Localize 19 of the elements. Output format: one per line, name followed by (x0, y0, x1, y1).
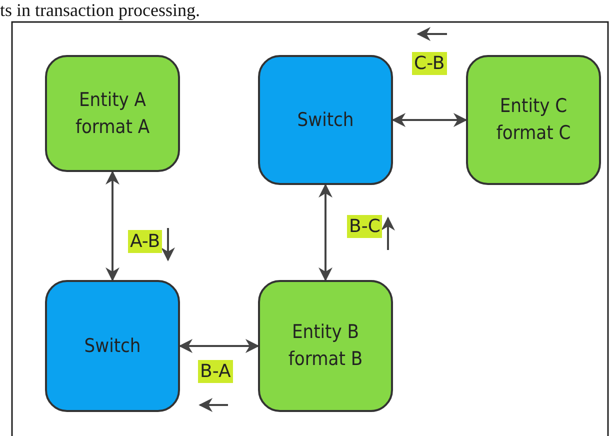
entity-box (466, 55, 601, 185)
switch-box (45, 280, 180, 412)
switch-box (258, 55, 393, 185)
connector-arrow (318, 184, 332, 282)
node-label: Entity A format A (74, 88, 151, 140)
heading-fragment: ts in transaction processing. (0, 0, 200, 20)
edge-label: C-B (412, 52, 447, 75)
edge-label: A-B (128, 230, 162, 253)
connector-arrow (392, 113, 468, 127)
entity-box (258, 280, 393, 412)
connector-arrow (178, 339, 260, 353)
node-label: Switch (296, 108, 355, 133)
node-label: Entity B format B (287, 320, 364, 372)
node-label: Entity C format C (495, 94, 572, 146)
entity-box (45, 55, 180, 172)
connector-arrow (106, 170, 120, 282)
node-label: Switch (83, 334, 142, 359)
edge-label: B-A (198, 360, 233, 383)
edge-label: B-C (347, 215, 382, 238)
